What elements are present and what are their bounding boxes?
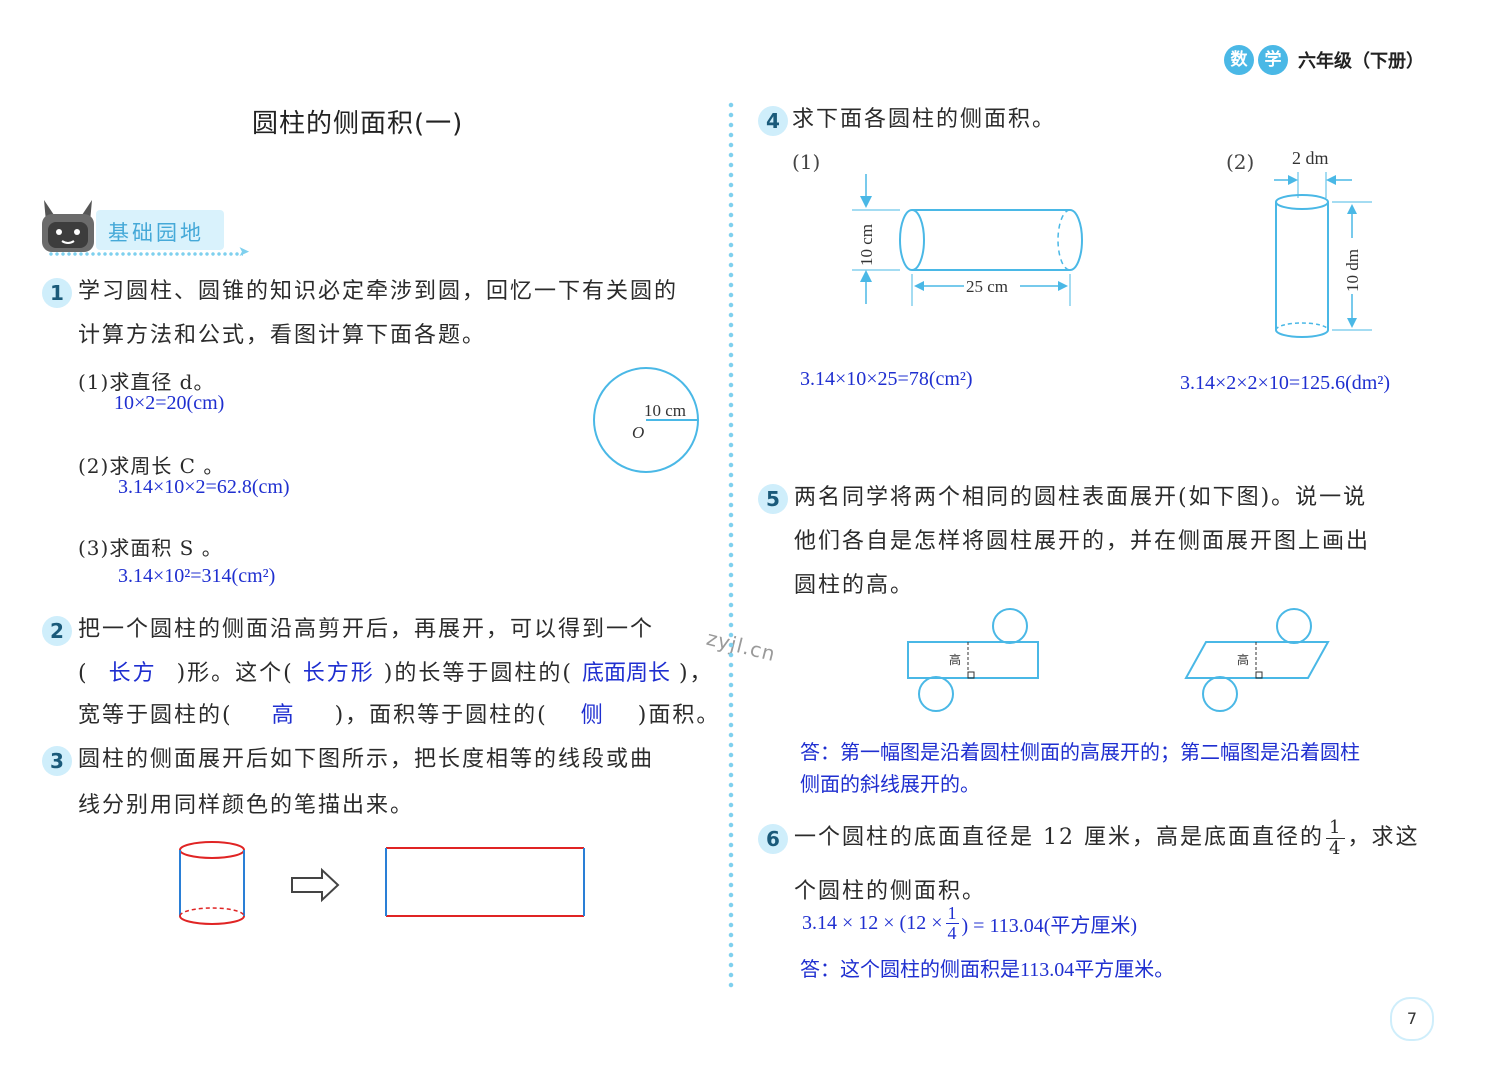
question-2-line2: ( 长方 )形。这个( 长方形 )的长等于圆柱的( 底面周长 )，: [78, 652, 714, 696]
question-6-number: 6: [758, 824, 788, 854]
vertical-cylinder-figure: 10 dm: [1274, 172, 1372, 338]
q4-sub2-diameter-label: 2 dm: [1292, 148, 1329, 168]
q2-blank-2: 长方形: [302, 661, 375, 686]
q6-answer-fraction: 1 4: [945, 903, 959, 943]
question-5-line2: 他们各自是怎样将圆柱展开的，并在侧面展开图上画出: [794, 529, 1371, 554]
q6-answer-formula: 3.14 × 12 × (12 × 1 4 ) = 113.04(平方厘米): [802, 904, 1137, 943]
q6-answer-fraction-numerator: 1: [945, 903, 959, 924]
unfold-figure-1-height-label: 高: [949, 652, 961, 667]
circle-center-label: O: [632, 423, 644, 442]
q2-text-b: )形。这个(: [176, 661, 294, 686]
section-header: 基础园地 ➤: [38, 196, 250, 260]
question-5-number: 5: [758, 484, 788, 514]
q5-answer-line2: 侧面的斜线展开的。: [800, 774, 980, 796]
q2-blank-5: 侧: [580, 703, 605, 728]
q2-text-a: (: [78, 661, 89, 686]
q6-answer-fraction-denominator: 4: [947, 923, 957, 943]
page-header: 数 学 六年级（下册）: [1224, 44, 1424, 76]
q6-fraction-denominator: 4: [1328, 837, 1343, 859]
subject-badge-2: 学: [1258, 45, 1288, 75]
question-2-number: 2: [42, 616, 72, 646]
question-6-line2: 个圆柱的侧面积。: [794, 879, 987, 904]
question-5-line1: 两名同学将两个相同的圆柱表面展开(如下图)。说一说: [794, 485, 1368, 510]
q2-blank-1: 长方: [108, 661, 157, 686]
q6-text-a: 一个圆柱的底面直径是 12 厘米，高是底面直径的: [794, 825, 1324, 850]
q2-blank-4: 高: [271, 703, 296, 728]
section-tag-box: 基础园地: [96, 210, 224, 250]
q4-sub1-length-label: 25 cm: [966, 277, 1008, 296]
q1-sub3: (3)求面积 S 。: [78, 536, 223, 560]
unfold-figure-1: 高: [907, 608, 1039, 712]
q2-text-e: 宽等于圆柱的(: [78, 703, 233, 728]
q2-text-c: )的长等于圆柱的(: [383, 661, 573, 686]
q6-answer-line2: 答：这个圆柱的侧面积是113.04平方厘米。: [800, 959, 1175, 981]
page-title: 圆柱的侧面积(一): [252, 109, 464, 139]
unfold-figure-2: 高: [1184, 608, 1330, 712]
question-4-number: 4: [758, 106, 788, 136]
question-1-line1: 学习圆柱、圆锥的知识必定牵涉到圆，回忆一下有关圆的: [78, 279, 679, 304]
q4-sub1-height-label: 10 cm: [857, 224, 876, 266]
grade-label: 六年级（下册）: [1298, 51, 1424, 72]
section-dotted-line: [48, 252, 243, 256]
mascot-icon: [42, 200, 94, 252]
circle-radius-label: 10 cm: [644, 401, 686, 420]
q6-fraction: 1 4: [1325, 817, 1346, 859]
question-2-line1: 把一个圆柱的侧面沿高剪开后，再展开，可以得到一个: [78, 617, 655, 642]
cylinder-unfold-figure: [179, 841, 585, 925]
q5-answer-line1: 答：第一幅图是沿着圆柱侧面的高展开的；第二幅图是沿着圆柱: [800, 742, 1360, 764]
question-3-line1: 圆柱的侧面展开后如下图所示，把长度相等的线段或曲: [78, 747, 655, 772]
q2-text-g: )面积。: [637, 703, 721, 728]
q4-sub1-label: (1): [792, 150, 821, 174]
q1-sub1: (1)求直径 d。: [78, 370, 215, 394]
section-tag-label: 基础园地: [108, 221, 204, 245]
question-4-text: 求下面各圆柱的侧面积。: [792, 107, 1057, 132]
q6-text-b: ，求这: [1347, 825, 1420, 850]
q4-answer1: 3.14×10×25=78(cm²): [800, 368, 973, 390]
q1-answer3: 3.14×10²=314(cm²): [118, 565, 276, 587]
question-6-line1: 一个圆柱的底面直径是 12 厘米，高是底面直径的 1 4 ，求这: [794, 816, 1419, 860]
watermark: zyjl.cn: [704, 625, 779, 667]
question-2-line3: 宽等于圆柱的( 高 )，面积等于圆柱的( 侧 )面积。: [78, 694, 720, 738]
q4-sub2-label: (2): [1226, 150, 1255, 174]
q4-answer2: 3.14×2×2×10=125.6(dm²): [1180, 372, 1390, 394]
horizontal-cylinder-figure: 10 cm 25 cm: [852, 174, 1083, 306]
q6-answer-a: 3.14 × 12 × (12 ×: [802, 912, 943, 934]
q6-answer-b: ) = 113.04(平方厘米): [961, 915, 1138, 937]
question-3-line2: 线分别用同样颜色的笔描出来。: [78, 793, 415, 818]
arrow-icon: ➤: [238, 244, 250, 260]
circle-figure: 10 cm O: [593, 367, 699, 473]
q4-sub2-height-label: 10 dm: [1343, 249, 1362, 292]
question-1-line2: 计算方法和公式，看图计算下面各题。: [78, 323, 487, 348]
q2-blank-3: 底面周长: [581, 661, 670, 686]
question-1-number: 1: [42, 278, 72, 308]
q2-text-d: )，: [678, 661, 714, 686]
question-5-line3: 圆柱的高。: [794, 573, 915, 598]
q1-sub2: (2)求周长 C 。: [78, 454, 225, 478]
q1-answer2: 3.14×10×2=62.8(cm): [118, 476, 290, 498]
question-3-number: 3: [42, 746, 72, 776]
q6-fraction-numerator: 1: [1325, 817, 1346, 839]
page-divider: [727, 100, 735, 990]
q2-text-f: )，面积等于圆柱的(: [334, 703, 548, 728]
page-number: 7: [1390, 997, 1434, 1041]
subject-badge-1: 数: [1224, 45, 1254, 75]
q1-answer1: 10×2=20(cm): [114, 392, 225, 414]
unfold-figure-2-height-label: 高: [1237, 652, 1249, 667]
